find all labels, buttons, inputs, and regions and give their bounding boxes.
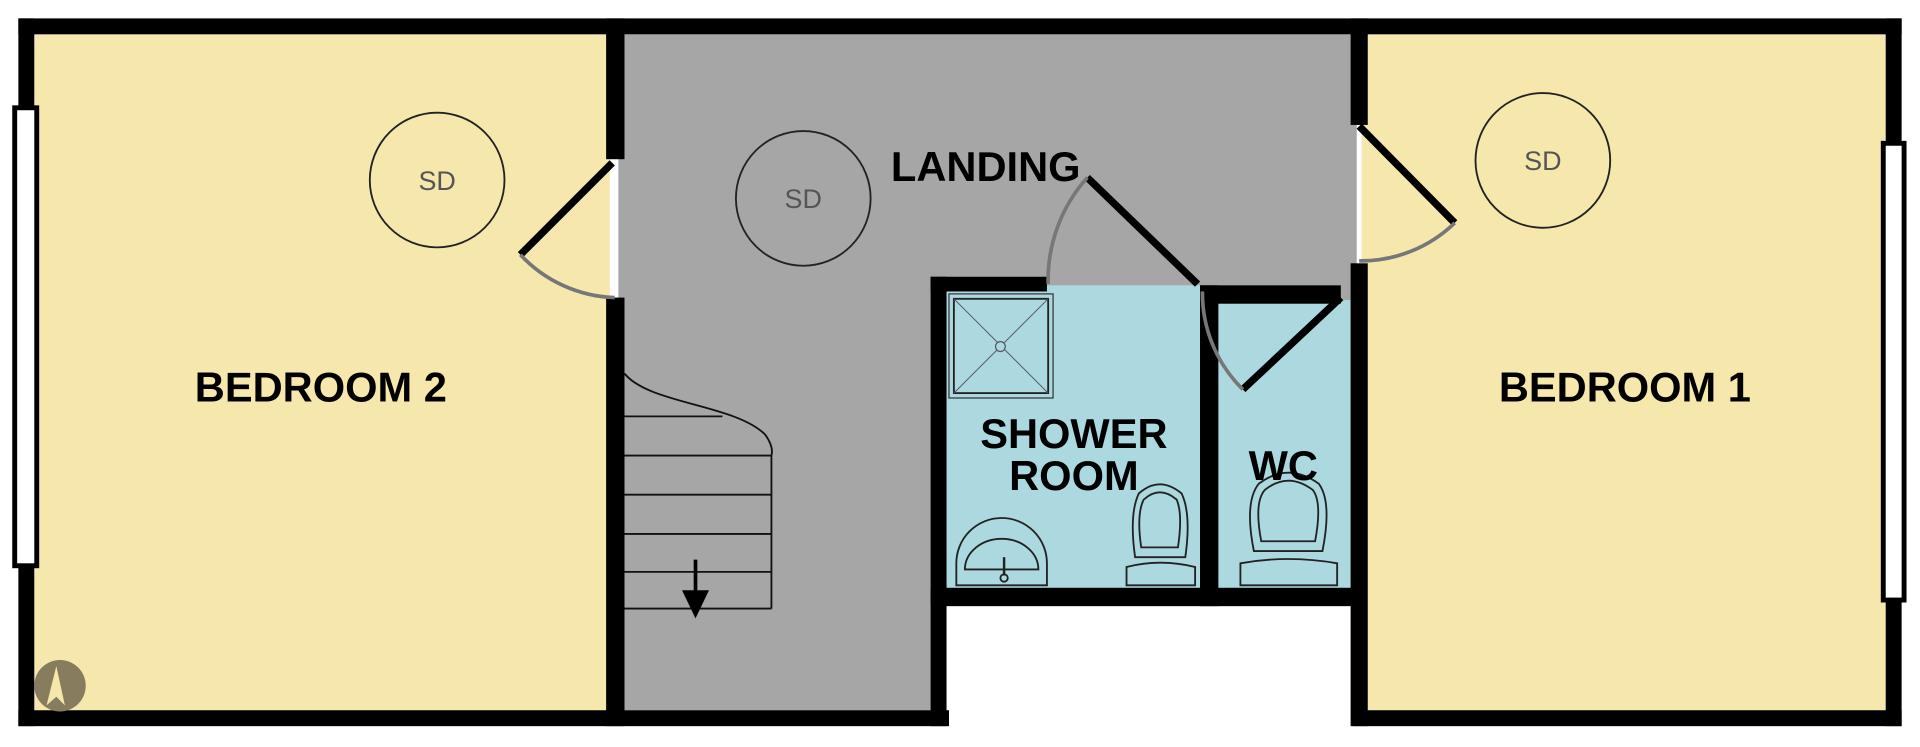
- stairs-down-arrow-icon: [682, 559, 709, 619]
- svg-text:SD: SD: [785, 184, 822, 214]
- shower-room-floor: [942, 285, 1203, 592]
- bedroom-2-label: BEDROOM 2: [195, 364, 447, 411]
- bedroom-1-floor: [1361, 34, 1889, 711]
- bedroom-1-label: BEDROOM 1: [1499, 364, 1751, 411]
- outside-area: [946, 603, 1357, 747]
- shower-room-label-line1: SHOWER: [980, 410, 1167, 457]
- shower-room-label-line2: ROOM: [1009, 452, 1139, 499]
- staircase: [623, 372, 773, 610]
- smoke-detector-landing: SD: [735, 130, 872, 267]
- window-right: [1880, 140, 1907, 603]
- door-shower-room: [1046, 174, 1201, 287]
- svg-text:SD: SD: [418, 166, 455, 196]
- door-bedroom-2: [517, 160, 615, 300]
- door-wc: [1200, 291, 1344, 393]
- north-compass-icon: [34, 660, 86, 712]
- svg-text:SD: SD: [1524, 146, 1561, 176]
- wc-label: WC: [1249, 442, 1318, 489]
- landing-label: LANDING: [891, 143, 1081, 190]
- door-bedroom-1: [1356, 123, 1458, 263]
- window-left: [12, 105, 40, 569]
- smoke-detector-bedroom-1: SD: [1474, 92, 1612, 229]
- toilet-wc: [1239, 471, 1339, 587]
- shower-tray: [948, 293, 1054, 399]
- smoke-detector-bedroom-2: SD: [368, 111, 506, 249]
- bedroom-2-floor: [34, 34, 610, 711]
- toilet-shower-room: [1125, 483, 1197, 587]
- sink: [955, 517, 1048, 587]
